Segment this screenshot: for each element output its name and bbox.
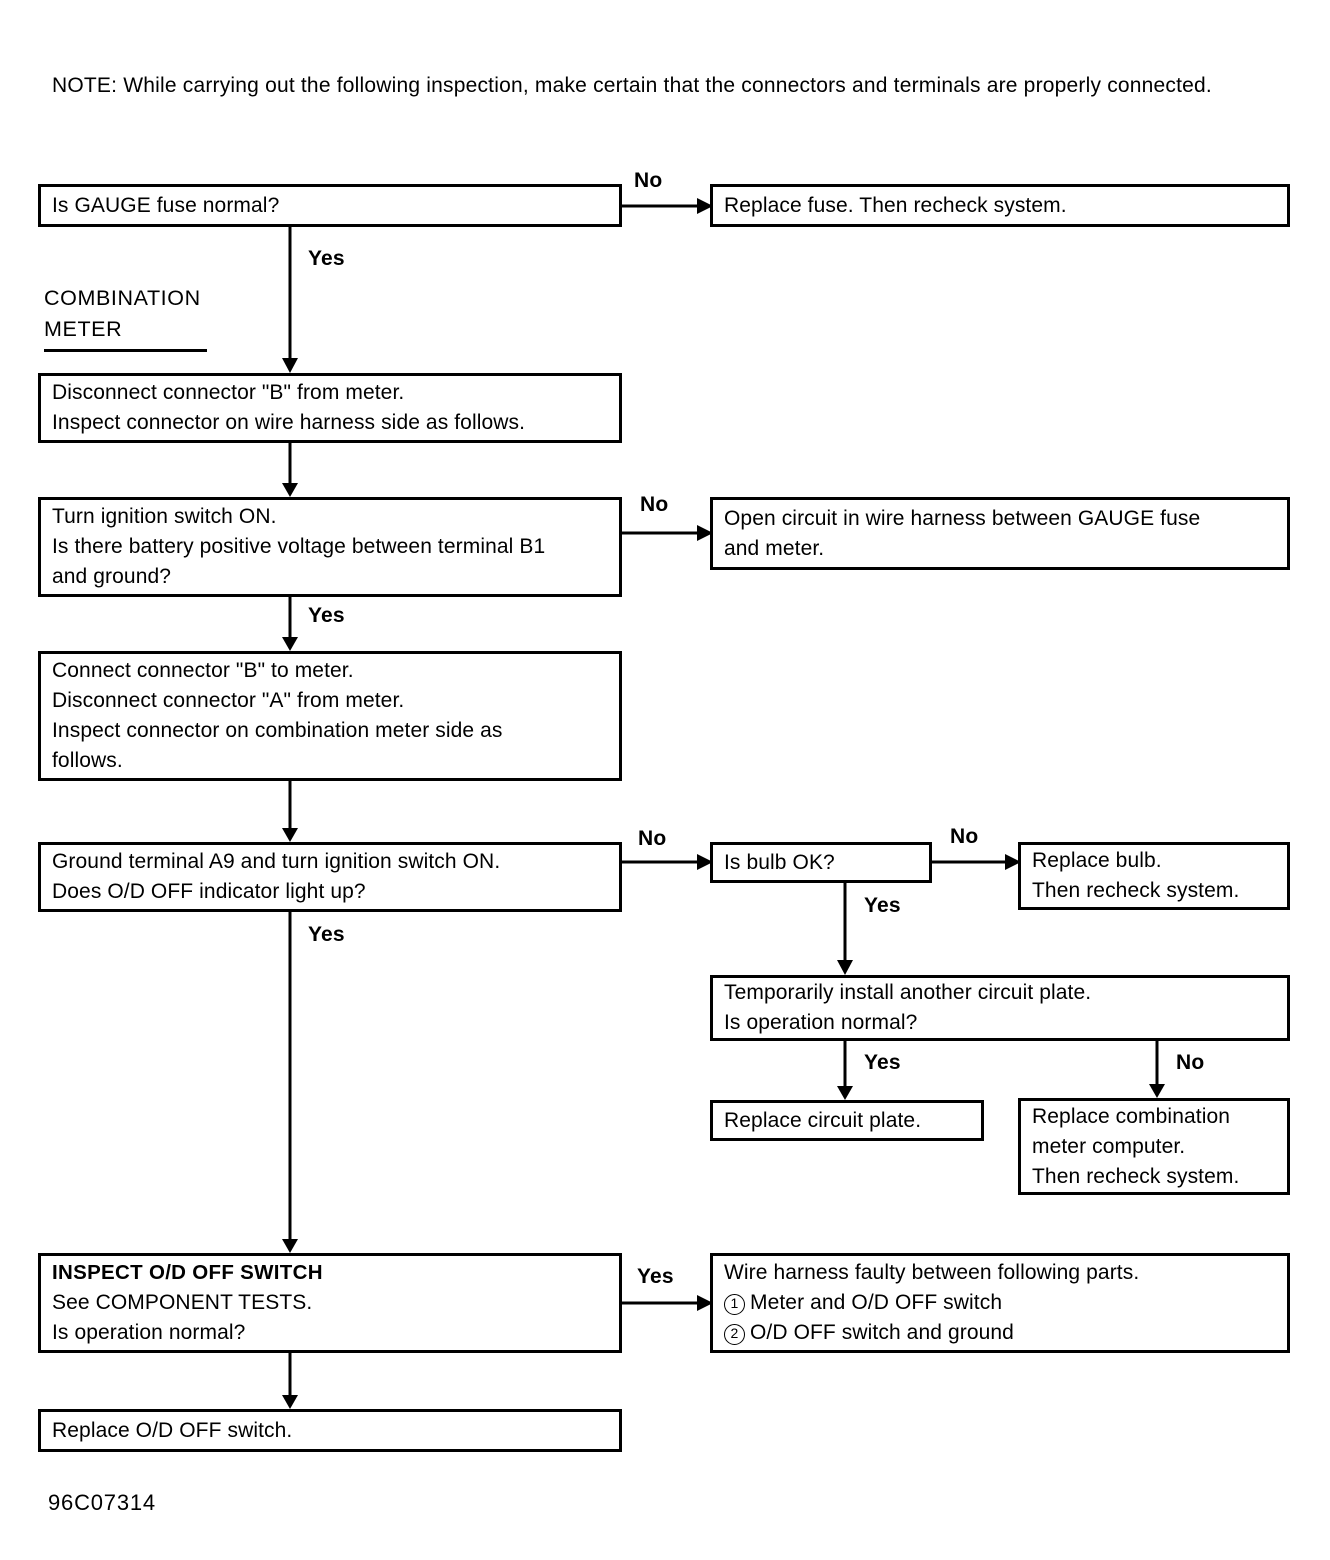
node-line: meter computer. — [1032, 1134, 1186, 1158]
node-line: Replace combination — [1032, 1104, 1231, 1128]
node-line: Replace circuit plate. — [724, 1108, 922, 1132]
section-heading-underline — [44, 349, 207, 352]
node-line: Temporarily install another circuit plat… — [724, 981, 1092, 1004]
node-line: Is operation normal? — [724, 1011, 918, 1034]
figure-code: 96C07314 — [48, 1490, 156, 1515]
node-inspect-od-off-switch[interactable]: INSPECT O/D OFF SWITCH See COMPONENT TES… — [38, 1253, 622, 1353]
node-line-text: O/D OFF switch and ground — [750, 1321, 1014, 1344]
edge-label-yes-5: Yes — [864, 1051, 901, 1074]
edge-label-yes-2: Yes — [308, 604, 345, 627]
node-replace-bulb[interactable]: Replace bulb. Then recheck system. — [1018, 842, 1290, 910]
node-is-bulb-ok[interactable]: Is bulb OK? — [710, 842, 932, 883]
node-line: Does O/D OFF indicator light up? — [52, 880, 366, 903]
node-replace-circuit-plate[interactable]: Replace circuit plate. — [710, 1100, 984, 1141]
node-replace-combination-meter-computer[interactable]: Replace combination meter computer. Then… — [1018, 1098, 1290, 1195]
node-line-text: Meter and O/D OFF switch — [750, 1291, 1003, 1314]
node-line: Disconnect connector "B" from meter. — [52, 381, 405, 404]
section-heading: COMBINATION METER — [44, 283, 207, 352]
node-temporarily-install-circuit-plate[interactable]: Temporarily install another circuit plat… — [710, 975, 1290, 1041]
circled-number-icon: 2 — [724, 1324, 745, 1345]
node-line: Is operation normal? — [52, 1321, 246, 1344]
edge-label-no-2: No — [640, 493, 669, 516]
node-line: Turn ignition switch ON. — [52, 505, 277, 528]
edge-label-no-1: No — [634, 169, 663, 192]
node-replace-fuse[interactable]: Replace fuse. Then recheck system. — [710, 184, 1290, 227]
node-ignition-switch-b1-voltage[interactable]: Turn ignition switch ON. Is there batter… — [38, 497, 622, 597]
edge-label-no-4: No — [950, 825, 979, 848]
edge-label-no-5: No — [1176, 1051, 1205, 1074]
node-line: Replace bulb. — [1032, 849, 1162, 872]
edge-label-yes-4: Yes — [308, 923, 345, 946]
node-line: Is bulb OK? — [724, 850, 835, 874]
node-line: See COMPONENT TESTS. — [52, 1291, 313, 1314]
node-line: Ground terminal A9 and turn ignition swi… — [52, 850, 501, 873]
node-ground-terminal-a9[interactable]: Ground terminal A9 and turn ignition swi… — [38, 842, 622, 912]
node-is-gauge-fuse-normal[interactable]: Is GAUGE fuse normal? — [38, 184, 622, 227]
node-connect-b-disconnect-a[interactable]: Connect connector "B" to meter. Disconne… — [38, 651, 622, 781]
node-replace-od-off-switch[interactable]: Replace O/D OFF switch. — [38, 1409, 622, 1452]
node-line: Disconnect connector "A" from meter. — [52, 689, 405, 712]
node-line: Replace fuse. Then recheck system. — [724, 193, 1067, 217]
node-line-title: INSPECT O/D OFF SWITCH — [52, 1261, 323, 1284]
node-line: Then recheck system. — [1032, 879, 1240, 902]
node-line: Open circuit in wire harness between GAU… — [724, 506, 1201, 530]
node-line: and meter. — [724, 536, 825, 560]
edge-label-yes-1: Yes — [308, 247, 345, 270]
circled-number-icon: 1 — [724, 1294, 745, 1315]
note-text: NOTE: While carrying out the following i… — [52, 74, 1212, 97]
node-line: follows. — [52, 749, 123, 772]
node-line: Is GAUGE fuse normal? — [52, 193, 280, 217]
node-line: Then recheck system. — [1032, 1164, 1240, 1188]
node-line: Inspect connector on wire harness side a… — [52, 411, 526, 434]
node-line: Wire harness faulty between following pa… — [724, 1261, 1140, 1284]
edge-label-yes-3: Yes — [864, 894, 901, 917]
node-line: Is there battery positive voltage betwee… — [52, 535, 546, 558]
node-line: Replace O/D OFF switch. — [52, 1418, 293, 1442]
node-line: Inspect connector on combination meter s… — [52, 719, 503, 742]
node-line: Connect connector "B" to meter. — [52, 659, 354, 682]
edge-label-yes-6: Yes — [637, 1265, 674, 1288]
node-line: and ground? — [52, 565, 172, 588]
section-heading-line2: METER — [44, 317, 123, 341]
section-heading-line1: COMBINATION — [44, 286, 201, 310]
node-wire-harness-faulty[interactable]: Wire harness faulty between following pa… — [710, 1253, 1290, 1353]
node-disconnect-connector-b[interactable]: Disconnect connector "B" from meter. Ins… — [38, 373, 622, 443]
node-open-circuit-harness[interactable]: Open circuit in wire harness between GAU… — [710, 497, 1290, 570]
edge-label-no-3: No — [638, 827, 667, 850]
